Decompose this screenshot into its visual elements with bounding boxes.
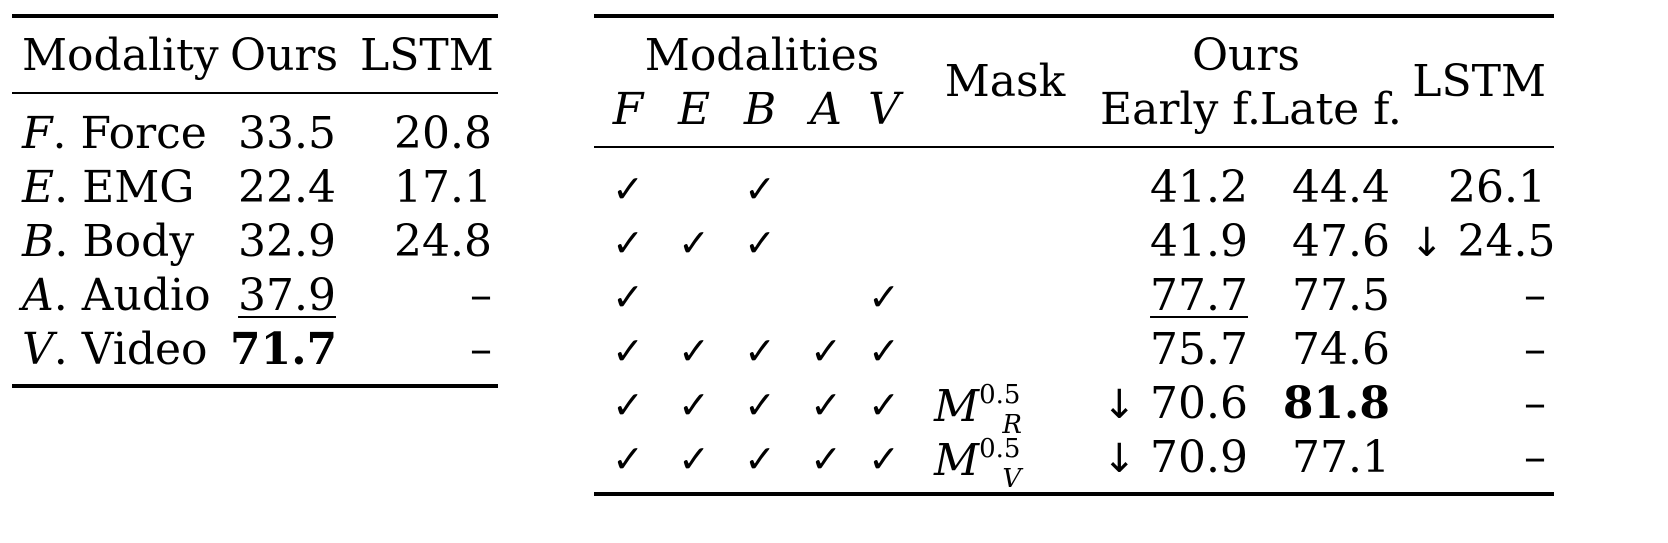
late-fusion-value: 77.5 — [1292, 270, 1390, 321]
header-modalities: Modalities — [644, 30, 880, 81]
left-header-modality: Modality — [22, 30, 219, 81]
check-icon: ✓ — [810, 383, 842, 427]
left-row-modality: B. Body — [22, 216, 195, 267]
check-icon: ✓ — [678, 437, 710, 481]
mask-sub: V — [1002, 464, 1022, 494]
down-arrow-icon: ↓ — [1410, 220, 1444, 266]
header-letter-e: E — [677, 84, 711, 135]
mask-sup: 0.5 — [979, 434, 1021, 464]
late-fusion-value: 77.1 — [1292, 432, 1390, 483]
right-top-rule — [594, 14, 1554, 18]
left-row-lstm: 20.8 — [394, 108, 492, 159]
left-row-modality: V. Video — [22, 324, 208, 375]
modality-letter: V — [22, 324, 54, 375]
header-letter-f: F — [612, 84, 644, 135]
down-arrow-icon: ↓ — [1102, 436, 1137, 482]
check-icon: ✓ — [810, 437, 842, 481]
late-fusion-value: 44.4 — [1292, 162, 1390, 213]
modality-name: Force — [80, 108, 207, 159]
modality-name: EMG — [82, 162, 195, 213]
lstm-value: – — [1524, 324, 1546, 375]
modality-letter: A — [22, 270, 54, 321]
left-row-ours-bold: 71.7 — [230, 324, 338, 375]
header-ours: Ours — [1191, 30, 1301, 81]
left-row-lstm: 24.8 — [394, 216, 492, 267]
modality-name: Video — [81, 324, 208, 375]
check-icon: ✓ — [744, 221, 776, 265]
modality-letter: B — [22, 216, 55, 267]
modality-name: Body — [82, 216, 195, 267]
left-row-lstm: – — [470, 324, 492, 375]
check-icon: ✓ — [744, 329, 776, 373]
header-early-fusion: Early f. — [1100, 84, 1262, 135]
check-icon: ✓ — [612, 437, 644, 481]
check-icon: ✓ — [612, 383, 644, 427]
header-mask: Mask — [944, 56, 1066, 107]
left-mid-rule — [12, 92, 498, 94]
late-fusion-value-bold: 81.8 — [1282, 378, 1390, 429]
check-icon: ✓ — [612, 329, 644, 373]
check-icon: ✓ — [868, 383, 900, 427]
check-icon: ✓ — [678, 221, 710, 265]
right-mid-rule — [594, 146, 1554, 148]
check-icon: ✓ — [744, 437, 776, 481]
check-icon: ✓ — [678, 329, 710, 373]
modality-name: Audio — [81, 270, 211, 321]
check-icon: ✓ — [678, 383, 710, 427]
mask-symbol: M0.5R — [934, 382, 1022, 438]
early-fusion-value: 75.7 — [1150, 324, 1248, 375]
check-icon: ✓ — [612, 167, 644, 211]
late-fusion-value: 47.6 — [1292, 216, 1390, 267]
left-row-modality: E. EMG — [22, 162, 195, 213]
underlined-value: 77.7 — [1150, 270, 1248, 321]
late-fusion-value: 74.6 — [1292, 324, 1390, 375]
left-row-ours: 33.5 — [238, 108, 336, 159]
underlined-value: 37.9 — [238, 270, 336, 321]
header-late-fusion: Late f. — [1260, 84, 1402, 135]
check-icon: ✓ — [868, 275, 900, 319]
mask-sup: 0.5 — [979, 380, 1021, 410]
lstm-value: – — [1524, 432, 1546, 483]
lstm-value: 26.1 — [1448, 162, 1546, 213]
mask-symbol: M0.5V — [934, 436, 1021, 492]
check-icon: ✓ — [744, 383, 776, 427]
modality-letter: E — [22, 162, 55, 213]
right-bottom-rule — [594, 492, 1554, 496]
mask-base: M — [934, 381, 980, 432]
check-icon: ✓ — [612, 275, 644, 319]
early-fusion-value: ↓ 70.9 — [1102, 432, 1248, 483]
mask-base: M — [934, 435, 980, 486]
left-row-modality: F. Force — [22, 108, 207, 159]
check-icon: ✓ — [744, 167, 776, 211]
left-row-modality: A. Audio — [22, 270, 211, 321]
mask-sub: R — [1002, 410, 1022, 440]
left-bottom-rule — [12, 384, 498, 388]
early-fusion-value: 77.7 — [1100, 274, 1248, 318]
left-header-ours: Ours — [230, 30, 339, 81]
header-letter-v: V — [868, 84, 900, 135]
lstm-value: – — [1524, 378, 1546, 429]
left-row-ours: 32.9 — [238, 216, 336, 267]
header-lstm: LSTM — [1412, 56, 1546, 107]
down-arrow-icon: ↓ — [1102, 382, 1137, 428]
early-fusion-value: 41.9 — [1150, 216, 1248, 267]
left-row-lstm: 17.1 — [394, 162, 492, 213]
header-letter-a: A — [810, 84, 842, 135]
header-letter-b: B — [743, 84, 777, 135]
early-fusion-value: ↓ 70.6 — [1102, 378, 1248, 429]
modality-letter: F — [22, 108, 53, 159]
left-row-lstm: – — [470, 270, 492, 321]
lstm-value: – — [1524, 270, 1546, 321]
check-icon: ✓ — [868, 437, 900, 481]
check-icon: ✓ — [868, 329, 900, 373]
left-row-ours: 22.4 — [238, 162, 336, 213]
check-icon: ✓ — [810, 329, 842, 373]
check-icon: ✓ — [612, 221, 644, 265]
left-header-lstm: LSTM — [360, 30, 494, 81]
left-top-rule — [12, 14, 498, 18]
lstm-value: ↓ 24.5 — [1410, 216, 1556, 267]
early-fusion-value: 41.2 — [1150, 162, 1248, 213]
left-row-ours: 37.9 — [230, 274, 336, 318]
